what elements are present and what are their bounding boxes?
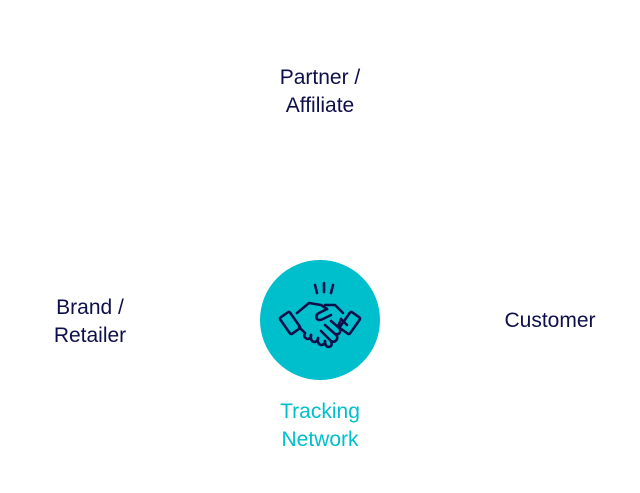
tracking-network-label: Tracking Network [220, 398, 420, 454]
partner-label-line-2: Affiliate [285, 94, 355, 117]
tracking-label-line-2: Network [281, 428, 359, 451]
handshake-icon [278, 281, 362, 349]
tracking-label-line-1: Tracking [280, 400, 360, 423]
tracking-network-hub [260, 260, 380, 380]
customer-label: Customer [470, 307, 630, 335]
partner-affiliate-label: Partner / Affiliate [220, 64, 420, 120]
partner-label-line-1: Partner / [279, 66, 361, 89]
brand-label-line-1: Brand / [56, 296, 124, 319]
brand-retailer-label: Brand / Retailer [0, 294, 180, 350]
brand-label-line-2: Retailer [53, 324, 127, 347]
customer-label-line-1: Customer [504, 309, 596, 332]
